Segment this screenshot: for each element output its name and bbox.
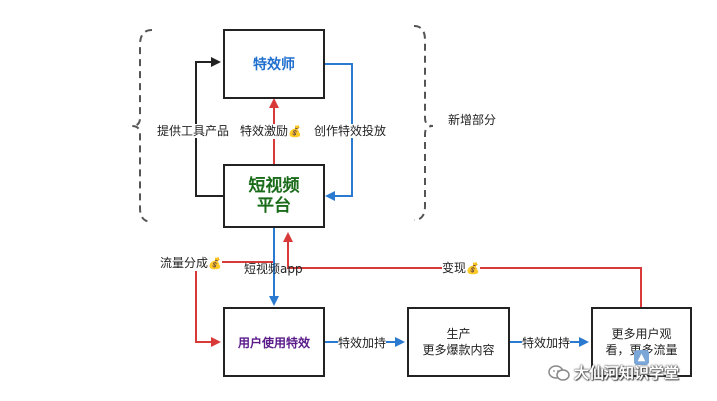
money-bag-icon: 💰	[208, 257, 222, 270]
node-platform: 短视频 平台	[223, 164, 325, 228]
node-user-effects-label: 用户使用特效	[237, 335, 310, 350]
money-bag-icon: 💰	[466, 262, 480, 275]
scroll-up-icon[interactable]: ▲	[634, 350, 649, 365]
label-traffic-share: 流量分成💰	[160, 256, 222, 271]
node-user-effects: 用户使用特效	[223, 307, 325, 377]
node-more-users-line1: 更多用户观	[611, 327, 672, 341]
node-more-users: 更多用户观 看，更多流量	[591, 307, 692, 377]
label-monetize: 变现💰	[442, 261, 480, 276]
watermark: 大仙河知识学堂	[548, 362, 679, 383]
node-production: 生产 更多爆款内容	[407, 307, 510, 377]
label-traffic-share-text: 流量分成	[160, 256, 209, 270]
node-production-line1: 生产	[446, 327, 471, 341]
watermark-text: 大仙河知识学堂	[574, 364, 680, 382]
label-effect-incentive: 特效激励💰	[240, 124, 302, 139]
label-effect-boost-1: 特效加持	[338, 336, 387, 350]
node-platform-line2: 平台	[257, 196, 291, 216]
node-platform-line1: 短视频	[248, 176, 300, 196]
node-production-line2: 更多爆款内容	[422, 343, 495, 357]
node-effects-artist-label: 特效师	[253, 57, 295, 73]
right-brace	[413, 25, 434, 221]
wechat-icon	[548, 364, 570, 381]
label-brace: 新增部分	[448, 113, 497, 127]
left-brace	[131, 29, 153, 223]
money-bag-icon: 💰	[288, 125, 302, 138]
label-provide-tools: 提供工具产品	[157, 124, 230, 138]
label-effect-incentive-text: 特效激励	[240, 124, 289, 138]
label-short-video-app: 短视频app	[244, 262, 303, 276]
label-create-effects: 创作特效投放	[314, 124, 387, 138]
label-monetize-text: 变现	[442, 261, 467, 275]
node-effects-artist: 特效师	[223, 29, 325, 99]
label-effect-boost-2: 特效加持	[522, 336, 571, 350]
